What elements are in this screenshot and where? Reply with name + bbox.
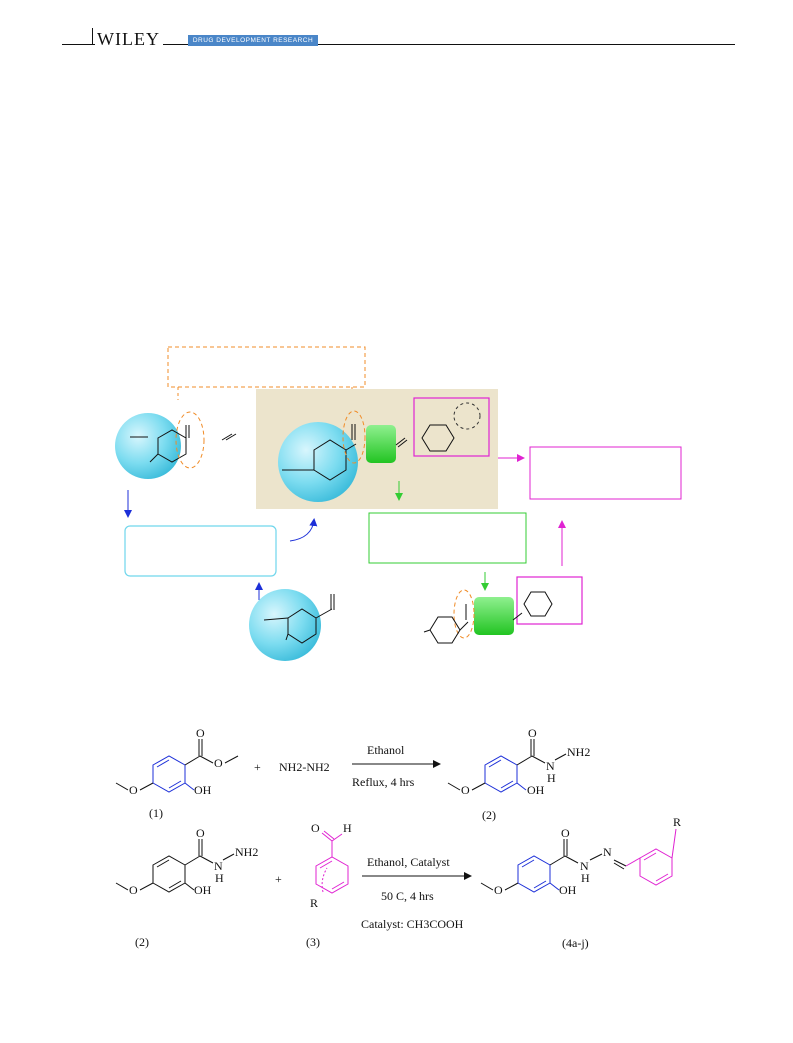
atom-h-2: H [215, 871, 224, 885]
magenta-aryl-box [413, 397, 490, 457]
fragment-left [130, 425, 237, 463]
journal-badge: DRUG DEVELOPMENT RESEARCH [188, 35, 318, 46]
atom-o-aldehyde: O [311, 821, 320, 835]
atom-n-4: N [603, 845, 612, 859]
label-compound-1: (1) [149, 806, 163, 820]
cyan-text-box [124, 525, 277, 577]
sphere-bottom [249, 589, 321, 661]
atom-o-methoxy-3: O [129, 883, 138, 897]
hydrazide-structure-2 [115, 839, 235, 893]
fragment-bottom-right [423, 591, 553, 644]
catalyst-label: Catalyst: CH3COOH [361, 917, 464, 931]
orange-ellipse-center [342, 410, 366, 464]
atom-h-3: H [581, 871, 590, 885]
magenta-text-box [529, 446, 682, 500]
atom-o-methoxy-1: O [129, 783, 138, 797]
plus-2: + [275, 872, 282, 886]
product-structure [517, 855, 551, 893]
atom-oh-3: OH [194, 883, 212, 897]
atom-nh2-2: NH2 [235, 845, 258, 859]
atom-oh-4: OH [559, 883, 577, 897]
orange-dashed-box [167, 346, 366, 388]
label-compound-4: (4a-j) [562, 936, 589, 950]
atom-o-ester-1: O [214, 756, 223, 770]
atom-n-2: N [214, 859, 223, 873]
atom-oh-1: OH [194, 783, 212, 797]
atom-r-product: R [673, 815, 681, 829]
orange-ellipse-left [175, 411, 205, 469]
hydrazide-structure-1 [484, 755, 518, 793]
header-tick [92, 28, 93, 44]
sphere-left [115, 413, 181, 479]
condition-2-bottom: 50 C, 4 hrs [381, 889, 434, 903]
atom-o-carbonyl-4: O [561, 826, 570, 840]
green-linker [366, 425, 396, 463]
label-compound-3: (3) [306, 935, 320, 949]
atom-r-aldehyde: R [310, 896, 318, 910]
benzaldehyde-structure [315, 830, 349, 894]
atom-nh2-1: NH2 [567, 745, 590, 759]
atom-oh-2: OH [527, 783, 545, 797]
condition-1-top: Ethanol [367, 743, 405, 757]
atom-h-aldehyde: H [343, 821, 352, 835]
dashed-circle [453, 402, 481, 430]
atom-h-1: H [547, 771, 556, 785]
green-text-box [368, 512, 527, 564]
condition-1-bottom: Reflux, 4 hrs [352, 775, 415, 789]
atom-n-1: N [546, 759, 555, 773]
atom-o-carbonyl-1: O [196, 726, 205, 740]
atom-o-carbonyl-2: O [528, 726, 537, 740]
methyl-salicylate-structure [152, 755, 186, 793]
label-compound-2b: (2) [135, 935, 149, 949]
publisher-logo: WILEY [95, 30, 163, 48]
green-linker-2 [474, 597, 514, 635]
reagent-hydrazine: NH2-NH2 [279, 760, 330, 774]
sphere-center [278, 422, 358, 502]
atom-o-carbonyl-3: O [196, 826, 205, 840]
reaction-2: O N H NH2 O OH (2) + O H R (3) Ethanol, … [115, 815, 681, 950]
magenta-aryl-box-2 [516, 576, 583, 625]
label-compound-2: (2) [482, 808, 496, 822]
fragment-bottom [263, 594, 335, 644]
atom-o-methoxy-4: O [494, 883, 503, 897]
atom-o-methoxy-2: O [461, 783, 470, 797]
reaction-1: O O O OH (1) + NH2-NH2 Ethanol Reflux, 4… [115, 726, 590, 822]
fragment-center [282, 424, 357, 481]
plus-1: + [254, 760, 261, 774]
condition-2-top: Ethanol, Catalyst [367, 855, 450, 869]
header-rule [62, 44, 735, 45]
design-diagram [115, 346, 682, 661]
atom-n-3: N [580, 859, 589, 873]
